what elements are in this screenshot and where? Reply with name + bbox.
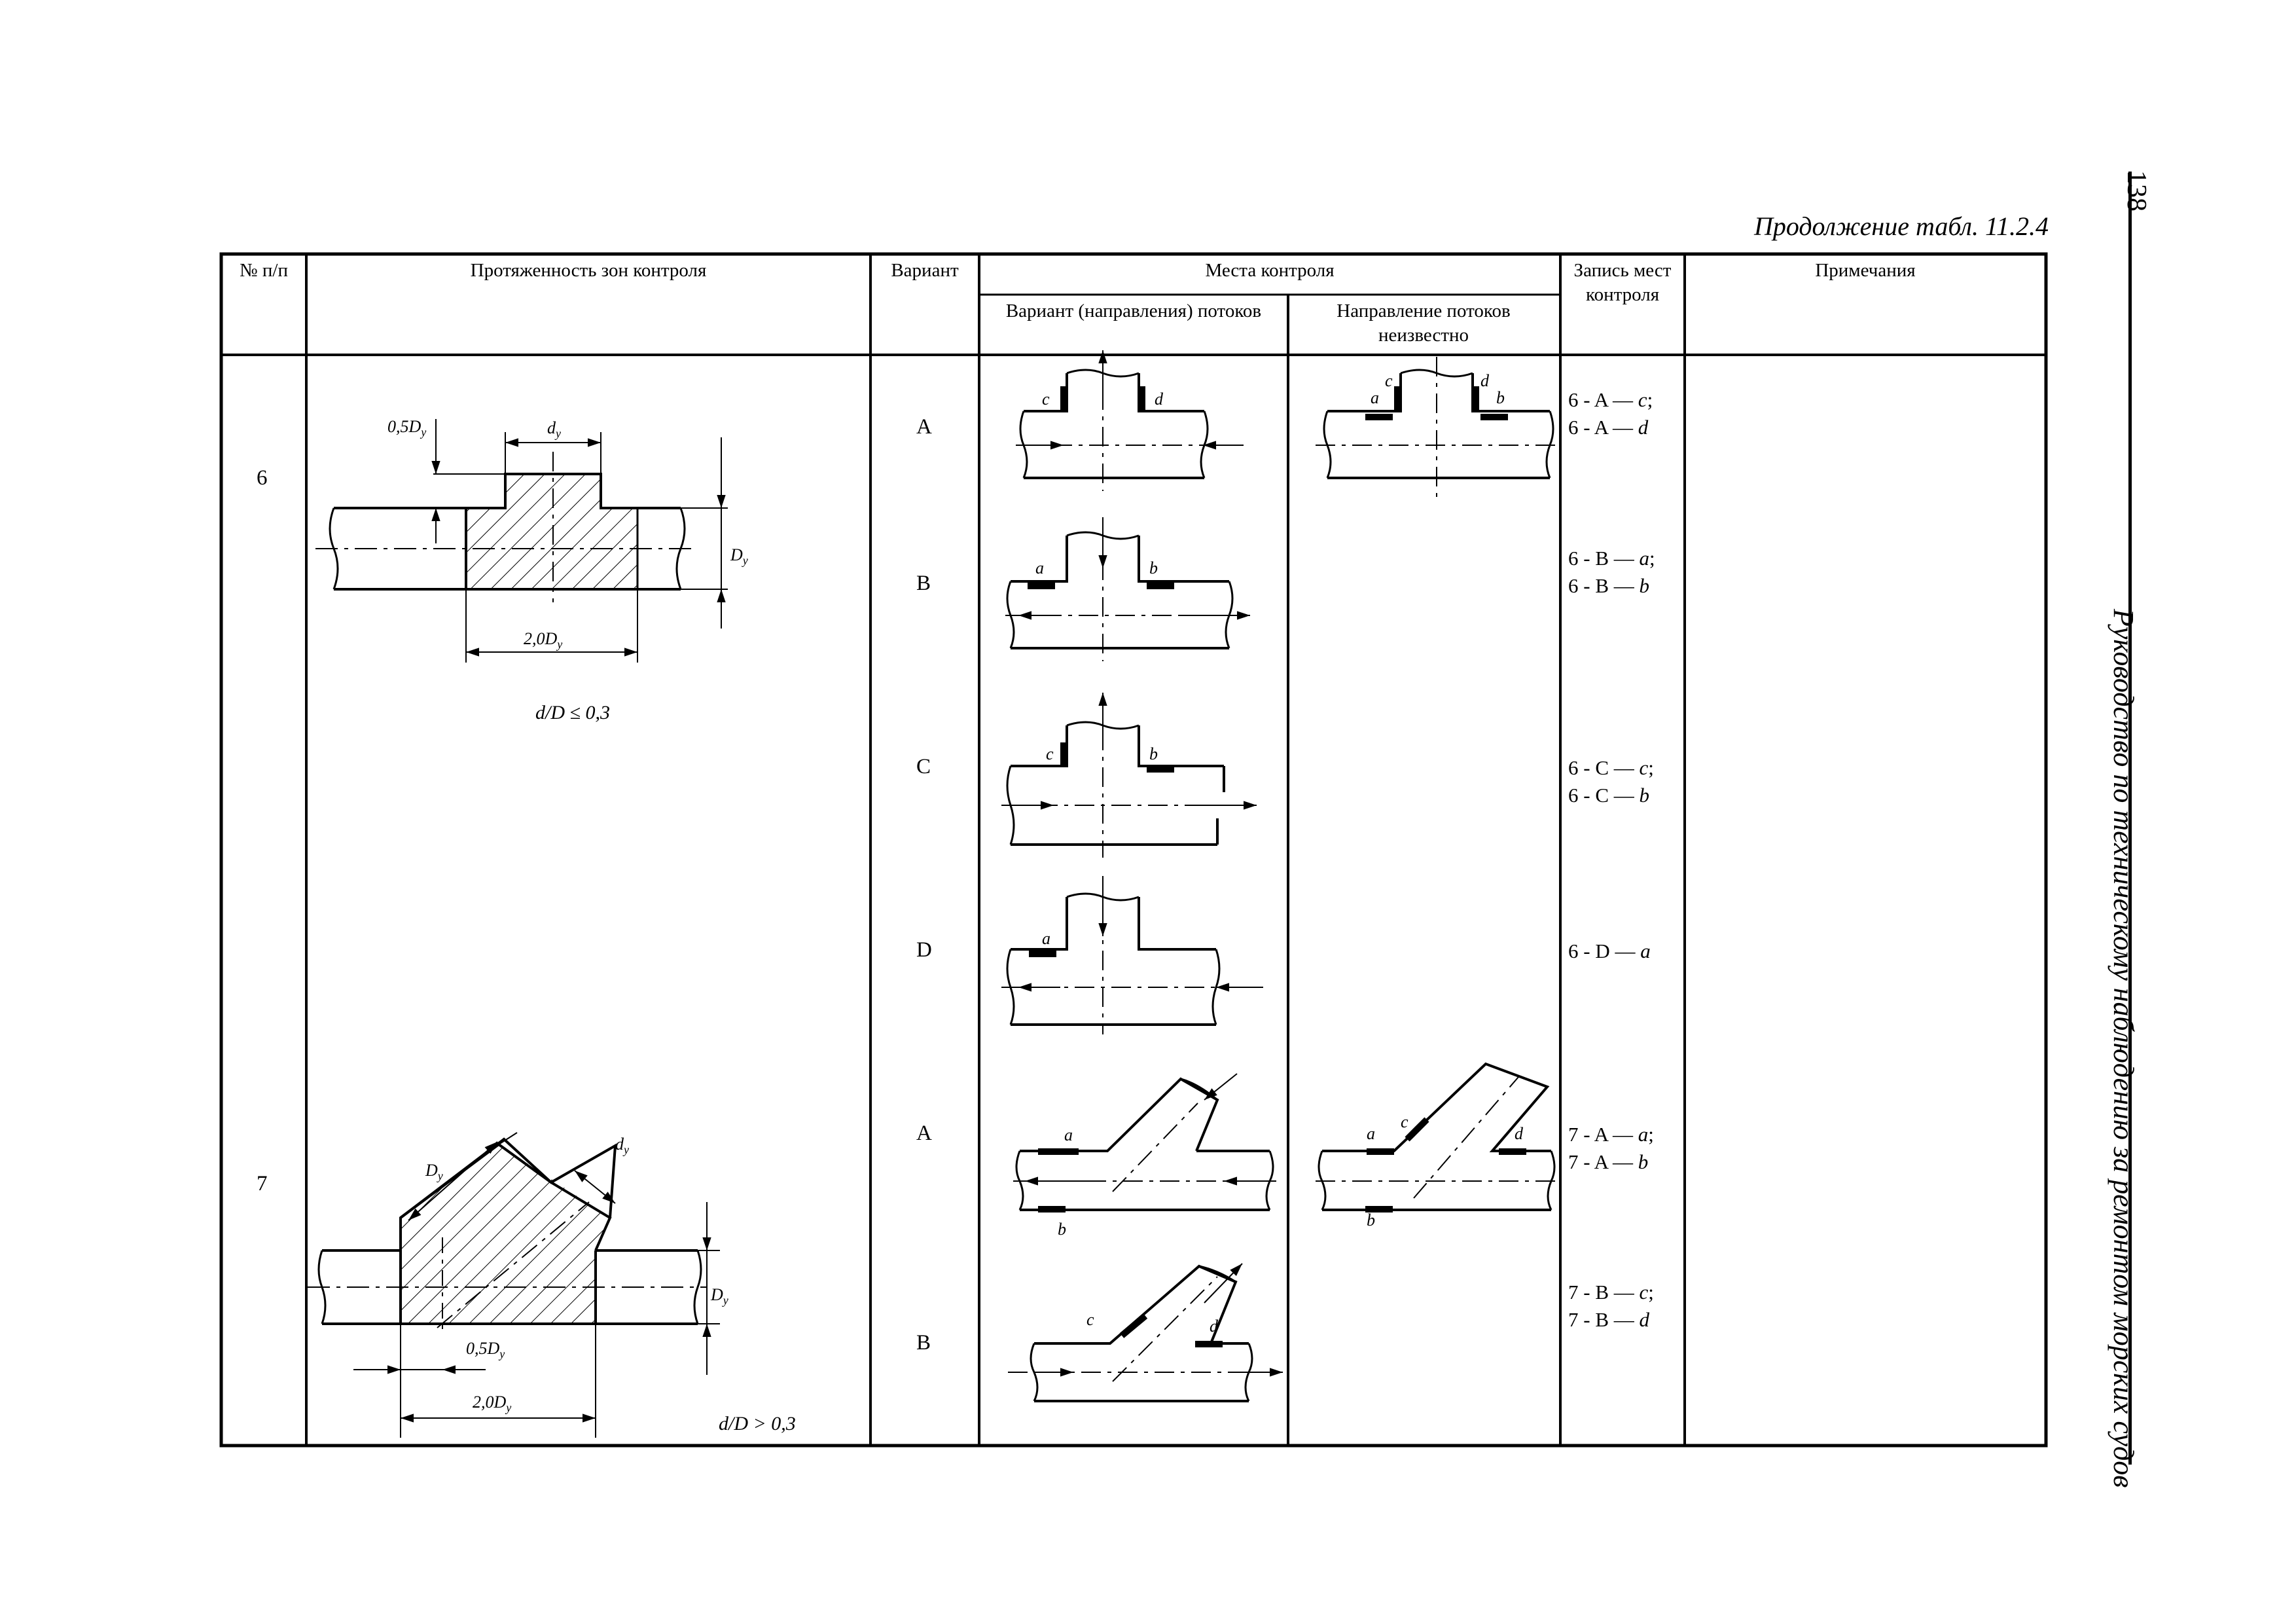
condition-7: d/D > 0,3: [719, 1413, 796, 1434]
label-Dy-v-7: Dy: [710, 1285, 728, 1307]
pt-7B-c: c: [1086, 1310, 1094, 1329]
tee-6B: [1005, 517, 1250, 661]
tee-6D: [1001, 876, 1263, 1034]
pt-7A-b: b: [1058, 1220, 1066, 1239]
zone-labels-6: 0,5Dy dy Dy 2,0Dy d/D ≤ 0,3: [387, 417, 748, 723]
variant-7B: B: [916, 1331, 931, 1355]
label-half-dy-7: 0,5Dy: [466, 1339, 505, 1360]
variant-6C: C: [916, 755, 931, 778]
tee-6C: [1001, 693, 1257, 858]
table-caption: Продолжение табл. 11.2.4: [1753, 211, 2049, 241]
margin-rule: [2128, 172, 2132, 1465]
label-half-dy-6: 0,5Dy: [387, 417, 426, 439]
pt-6Au-d: d: [1480, 371, 1490, 390]
pt-7Au-a: a: [1367, 1124, 1375, 1143]
label-2Dy-7: 2,0Dy: [473, 1393, 511, 1414]
record-6A: 6 - A — c; 6 - A — d: [1568, 388, 1653, 439]
pt-7Au-d: d: [1515, 1124, 1524, 1143]
header-flow-known: Вариант (направления) потоков: [1005, 301, 1262, 321]
zone-labels-7: Dy dy Dy 0,5Dy 2,0Dy d/D > 0,3: [425, 1135, 796, 1434]
label-2Dy-6: 2,0Dy: [524, 629, 562, 651]
header-places: Места контроля: [1205, 260, 1335, 281]
label-dy-6: dy: [547, 418, 561, 440]
pt-7A-a: a: [1064, 1125, 1073, 1144]
pt-7B-d: d: [1210, 1317, 1219, 1336]
record-6B: 6 - B — a; 6 - B — b: [1568, 547, 1655, 597]
header-no: № п/п: [239, 260, 288, 281]
tee-6A: [1016, 350, 1244, 491]
pt-6Au-a: a: [1371, 388, 1379, 407]
label-Dy-6: Dy: [730, 545, 748, 567]
pt-6Au-b: b: [1496, 388, 1505, 407]
pt-6Au-c: c: [1385, 371, 1393, 390]
tee-7A-unknown: [1316, 1062, 1558, 1213]
table-grid: [219, 252, 2048, 1448]
record-6C: 6 - C — c; 6 - C — b: [1568, 756, 1654, 807]
zone-diagram-7: [308, 1132, 720, 1438]
header-record: Запись мест контроля: [1573, 260, 1672, 305]
pt-6A-c: c: [1042, 390, 1050, 409]
pt-6C-c: c: [1046, 744, 1054, 763]
variant-6A: A: [916, 415, 932, 439]
variant-6D: D: [916, 938, 932, 962]
tee-7B: [1008, 1263, 1283, 1402]
pt-6D-a: a: [1042, 929, 1050, 948]
pt-6B-b: b: [1149, 558, 1158, 577]
pt-7Au-c: c: [1401, 1112, 1408, 1131]
pt-6A-d: d: [1155, 390, 1164, 409]
pt-6B-a: a: [1035, 558, 1044, 577]
label-dy-7: dy: [615, 1135, 629, 1156]
tee-6A-unknown: [1316, 357, 1560, 498]
header-zone: Протяженность зон контроля: [470, 260, 707, 281]
zone-diagram-6: [315, 419, 728, 663]
record-7A: 7 - A — a; 7 - A — b: [1568, 1123, 1654, 1173]
label-Dy-7: Dy: [425, 1161, 443, 1182]
header-flow-unknown: Направление потоков неизвестно: [1336, 301, 1511, 346]
point-labels: c d a c d b a b c b a a b a c d b c d: [1035, 371, 1524, 1336]
pt-6C-b: b: [1149, 744, 1158, 763]
header-variant: Вариант: [891, 260, 959, 281]
row-number-6: 6: [257, 466, 268, 490]
variant-6B: B: [916, 572, 931, 595]
variant-7A: A: [916, 1122, 932, 1145]
record-6D: 6 - D — a: [1568, 939, 1651, 962]
condition-6: d/D ≤ 0,3: [535, 702, 610, 723]
record-7B: 7 - B — c; 7 - B — d: [1568, 1281, 1654, 1331]
header-notes: Примечания: [1815, 260, 1916, 281]
pt-7Au-b: b: [1367, 1211, 1375, 1230]
tee-7A: [1013, 1073, 1276, 1213]
row-number-7: 7: [257, 1172, 268, 1195]
